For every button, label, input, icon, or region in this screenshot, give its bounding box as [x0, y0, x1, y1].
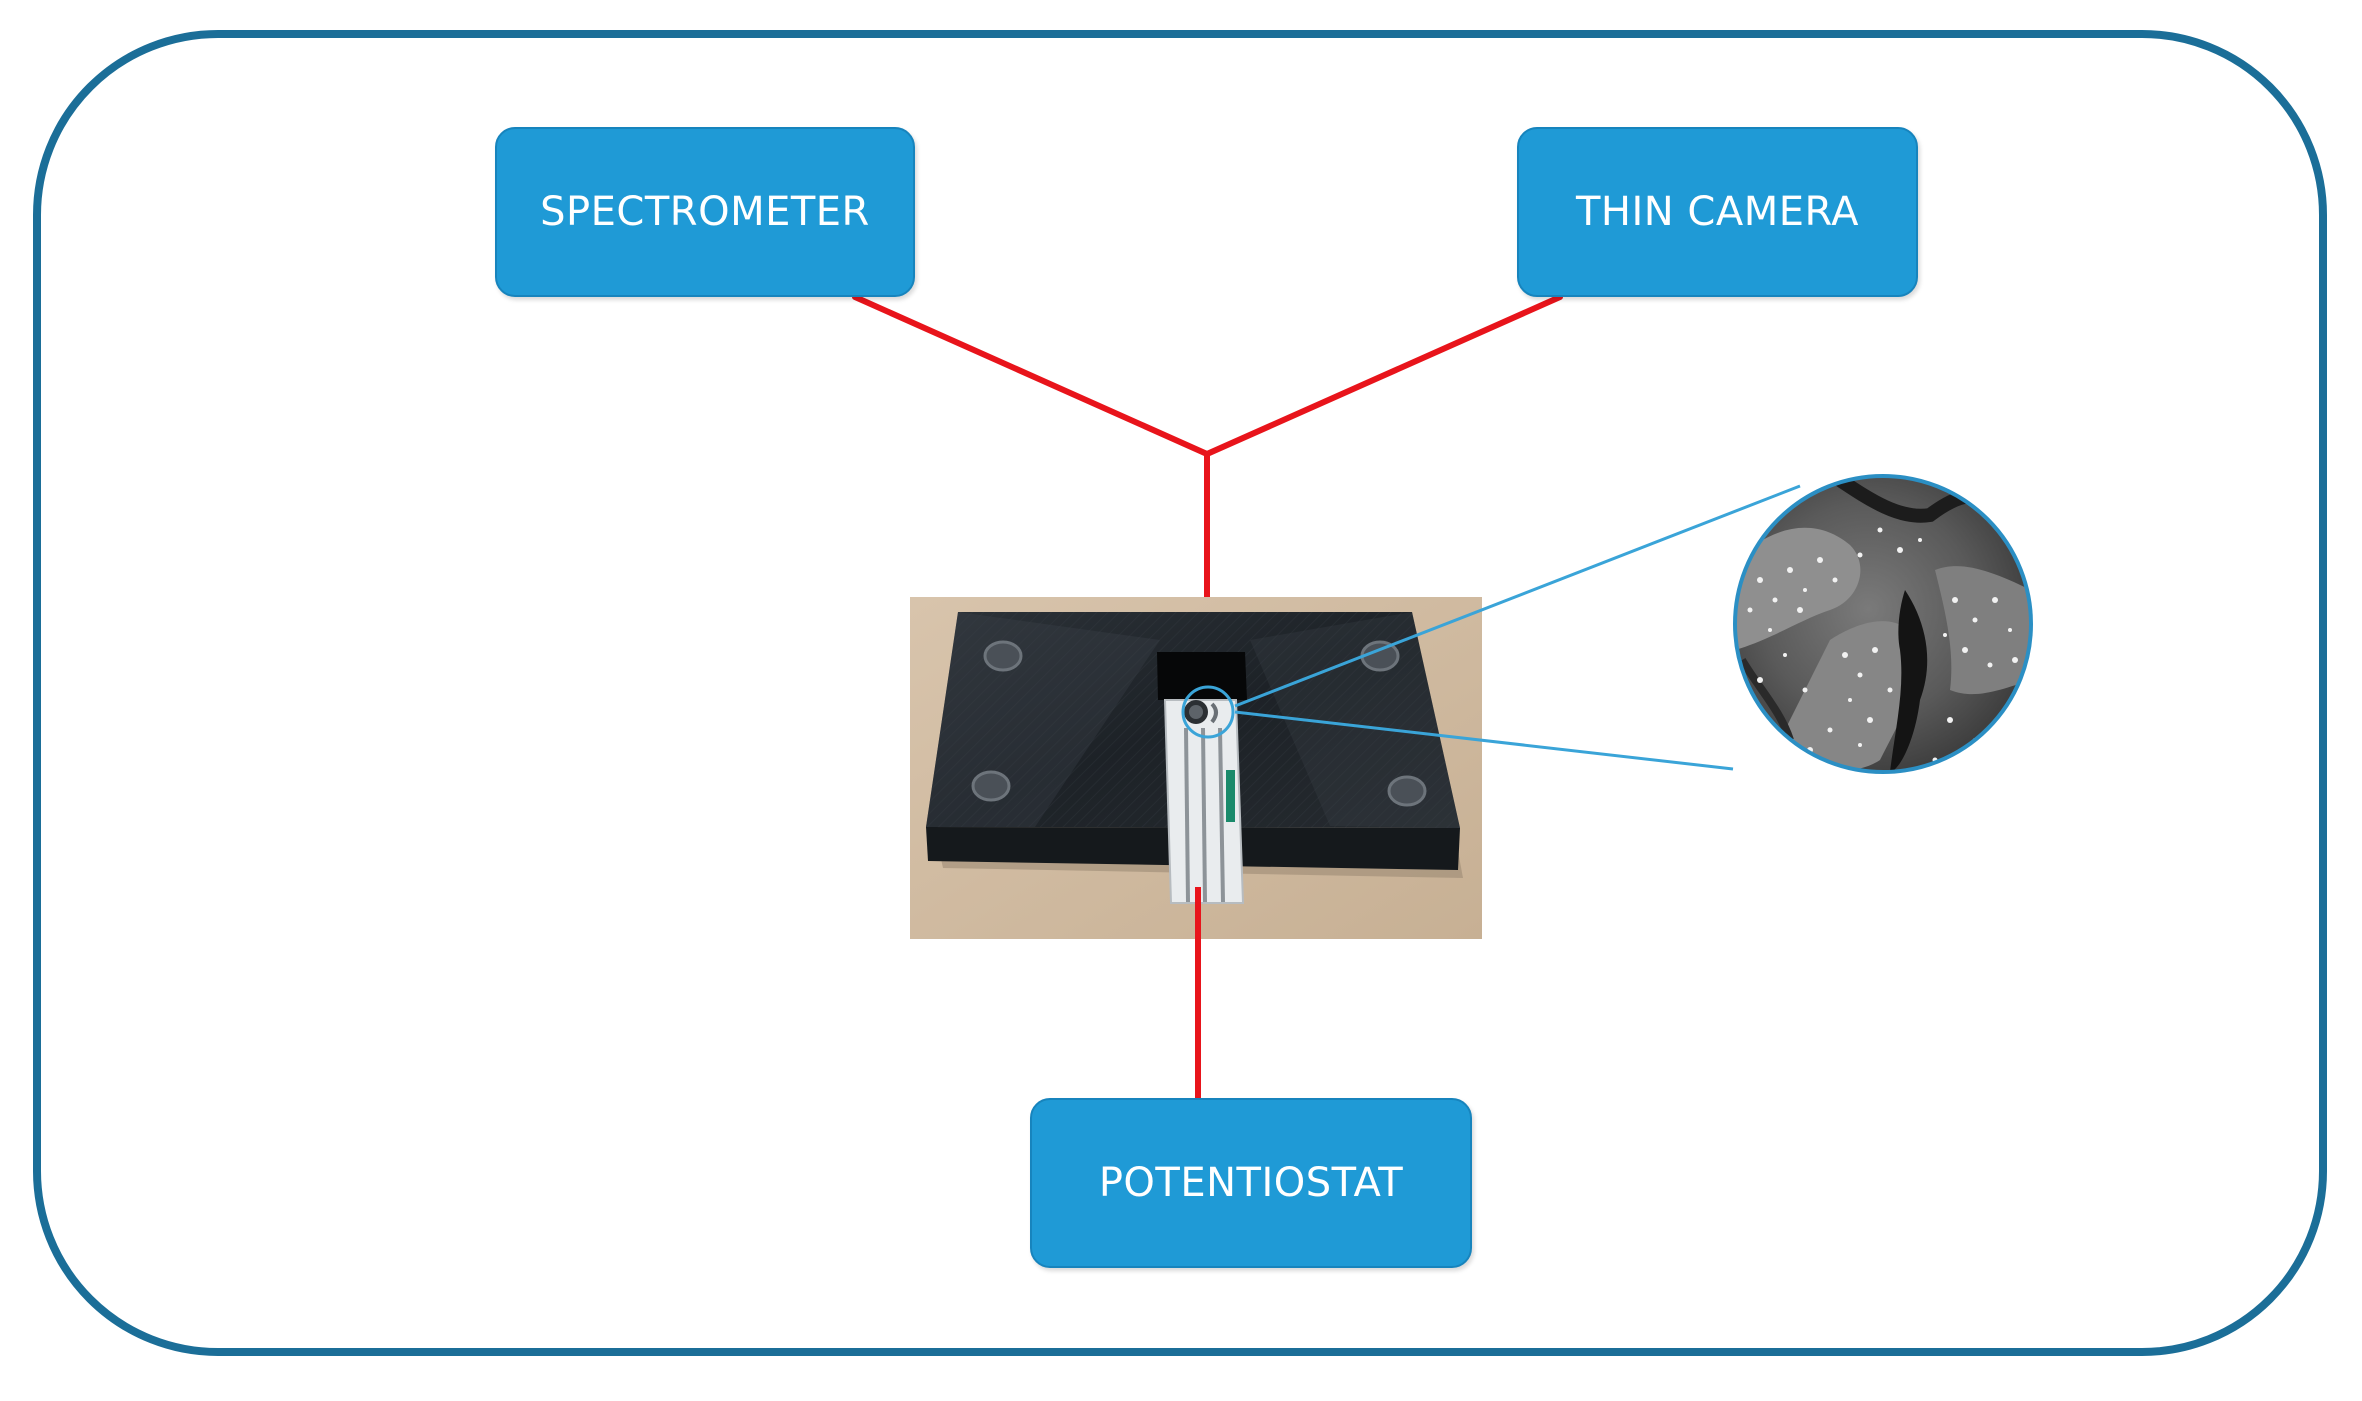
potentiostat-label: POTENTIOSTAT [1098, 1160, 1404, 1206]
device-photo [910, 597, 1482, 939]
connector-thin-camera [1204, 294, 1563, 457]
screen-printed-electrode [1163, 699, 1245, 904]
nanoparticle-dots [1747, 527, 2018, 763]
zoom-callout-lines [1181, 484, 1801, 771]
potentiostat-box: POTENTIOSTAT [1030, 1098, 1472, 1268]
sem-zoom-inset [1733, 474, 2033, 774]
thin-camera-box: THIN CAMERA [1517, 127, 1918, 297]
spectrometer-box: SPECTROMETER [495, 127, 915, 297]
connector-spectrometer [852, 294, 1210, 457]
thin-camera-label: THIN CAMERA [1575, 189, 1860, 235]
electrode-slot [1157, 652, 1247, 700]
spectrometer-label: SPECTROMETER [540, 189, 870, 235]
